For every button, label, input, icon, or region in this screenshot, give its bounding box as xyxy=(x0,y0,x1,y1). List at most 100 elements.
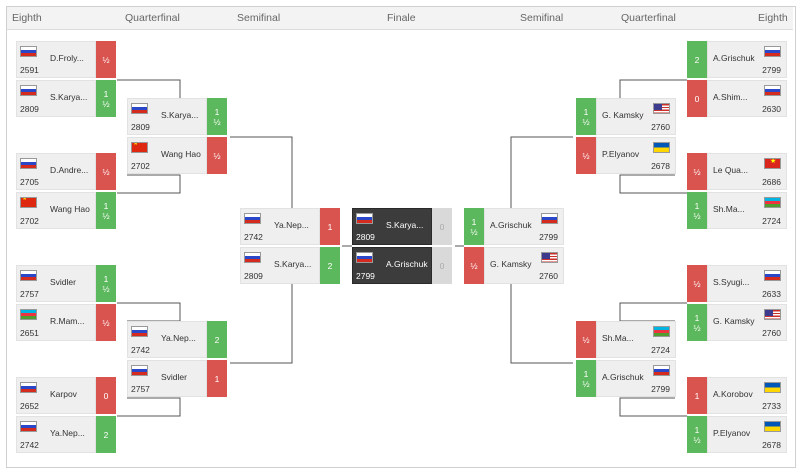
score-value: ½ xyxy=(693,210,701,221)
china-flag-icon xyxy=(131,142,148,153)
player-name: Ya.Nep... xyxy=(161,333,196,343)
usa-flag-icon xyxy=(764,309,781,320)
score-value: 1 xyxy=(327,221,333,232)
azerbaijan-flag-icon xyxy=(653,326,670,337)
player-name: S.Karya... xyxy=(161,110,199,120)
header-left-quarterfinal: Quarterfinal xyxy=(125,12,180,24)
player-name: D.Andre... xyxy=(50,165,89,175)
header-right-semifinal: Semifinal xyxy=(520,12,564,24)
score-badge: ½ xyxy=(464,247,484,284)
score-badge: 0 xyxy=(687,80,707,117)
score-value: 2 xyxy=(214,334,220,345)
header-finale: Finale xyxy=(387,12,416,24)
player-slot[interactable]: 2591 D.Froly... xyxy=(16,41,96,78)
header-left-eighth: Eighth xyxy=(12,12,42,24)
player-name: A.Grischuk xyxy=(713,53,755,63)
score-value: ½ xyxy=(102,210,110,221)
player-rating: 2724 xyxy=(651,345,670,355)
score-value: 2 xyxy=(327,260,333,271)
score-value: ½ xyxy=(213,150,221,161)
score-badge: ½ xyxy=(207,137,227,174)
score-value: ½ xyxy=(582,334,590,345)
player-name: S.Syugi... xyxy=(713,277,750,287)
score-value: 1 xyxy=(694,200,700,211)
score-value: ½ xyxy=(582,378,590,389)
player-name: S.Karya... xyxy=(386,220,424,230)
player-slot[interactable]: 2705 D.Andre... xyxy=(16,153,96,190)
russia-flag-icon xyxy=(20,85,37,96)
player-name: Svidler xyxy=(50,277,76,287)
score-value: 0 xyxy=(694,93,700,104)
score-badge: ½ xyxy=(96,304,116,341)
player-rating: 2705 xyxy=(20,177,39,187)
player-name: G. Kamsky xyxy=(490,259,532,269)
player-rating: 2702 xyxy=(20,216,39,226)
ukraine-flag-icon xyxy=(764,421,781,432)
player-name: D.Froly... xyxy=(50,53,84,63)
score-badge: ½ xyxy=(576,137,596,174)
score-value: ½ xyxy=(582,116,590,127)
player-rating: 2799 xyxy=(539,232,558,242)
russia-flag-icon xyxy=(20,421,37,432)
score-badge: 0 xyxy=(96,377,116,414)
score-value: ½ xyxy=(693,322,701,333)
score-value: ½ xyxy=(582,150,590,161)
russia-flag-icon xyxy=(356,252,373,263)
player-name: R.Mam... xyxy=(50,316,85,326)
score-value: 1 xyxy=(103,200,109,211)
player-name: Karpov xyxy=(50,389,77,399)
usa-flag-icon xyxy=(541,252,558,263)
player-rating: 2591 xyxy=(20,65,39,75)
score-value: ½ xyxy=(213,116,221,127)
score-value: 1 xyxy=(103,273,109,284)
player-name: Sh.Ma... xyxy=(713,204,745,214)
score-value: 1 xyxy=(694,390,700,401)
player-rating: 2678 xyxy=(762,440,781,450)
score-value: 0 xyxy=(439,221,445,232)
score-value: 2 xyxy=(103,429,109,440)
player-slot[interactable]: 2678 P.Elyanov xyxy=(707,416,787,453)
player-rating: 2809 xyxy=(244,271,263,281)
score-value: 2 xyxy=(694,54,700,65)
russia-flag-icon xyxy=(20,158,37,169)
score-value: ½ xyxy=(102,98,110,109)
score-badge: ½ xyxy=(687,265,707,302)
player-slot[interactable]: 2724 Sh.Ma... xyxy=(596,321,676,358)
player-rating: 2652 xyxy=(20,401,39,411)
player-slot[interactable]: 2652 Karpov xyxy=(16,377,96,414)
player-name: Sh.Ma... xyxy=(602,333,634,343)
player-rating: 2760 xyxy=(651,122,670,132)
player-name: P.Elyanov xyxy=(713,428,751,438)
player-rating: 2799 xyxy=(356,271,375,281)
